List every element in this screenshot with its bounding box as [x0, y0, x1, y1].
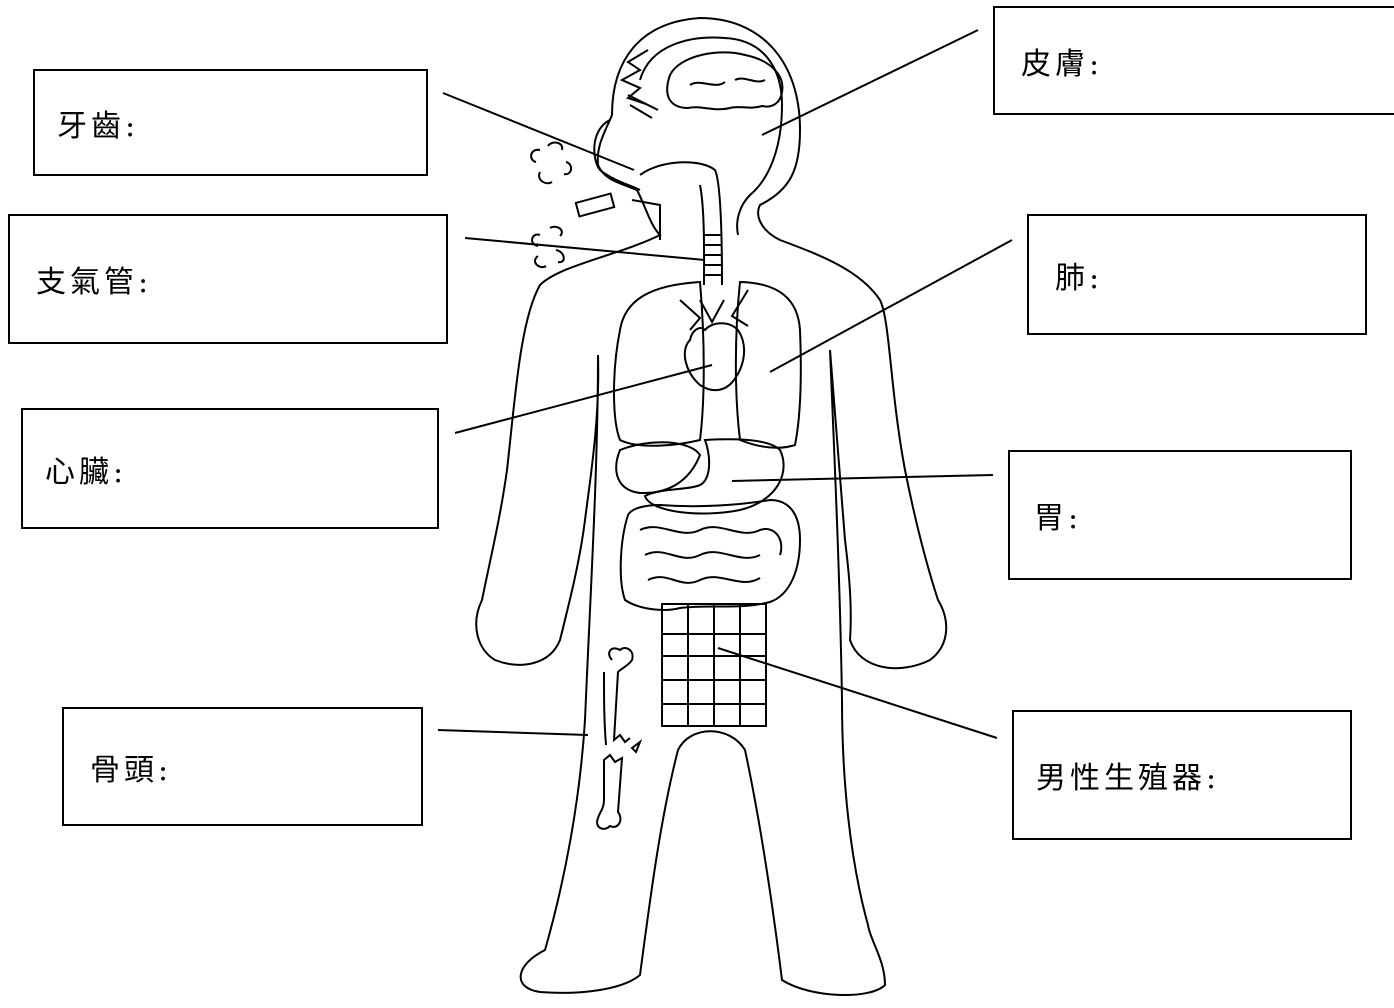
label-teeth: 牙齒:: [57, 108, 140, 144]
right-lung: [734, 280, 802, 449]
heart-vessels: [679, 289, 749, 331]
label-heart: 心臟:: [45, 454, 128, 490]
mouth: [593, 119, 661, 240]
leader-line-teeth: [442, 92, 635, 171]
label-genital: 男性生殖器:: [1036, 761, 1221, 796]
trachea: [639, 161, 723, 286]
leader-line-bone: [437, 729, 589, 736]
body-outline: [475, 16, 948, 997]
left-lung: [613, 280, 705, 447]
trachea-rings: [704, 234, 722, 276]
smoke-puff-upper: [530, 141, 572, 185]
leader-line-skin: [761, 29, 979, 136]
label-box-skin[interactable]: 皮膚:: [993, 6, 1394, 115]
intestines: [619, 498, 802, 611]
label-box-teeth[interactable]: 牙齒:: [33, 69, 428, 176]
genital-grid: [661, 603, 767, 727]
label-lung: 肺:: [1055, 260, 1104, 296]
hair: [619, 49, 649, 105]
label-box-trachea[interactable]: 支氣管:: [8, 214, 448, 344]
leader-line-genital: [717, 647, 998, 739]
stomach-organ: [643, 438, 785, 515]
label-box-genital[interactable]: 男性生殖器:: [1012, 710, 1352, 840]
label-box-bone[interactable]: 骨頭:: [62, 707, 423, 826]
label-stomach: 胃:: [1034, 501, 1083, 536]
label-box-stomach[interactable]: 胃:: [1008, 450, 1352, 580]
bone-break-mark: [630, 739, 643, 754]
heart: [683, 322, 746, 392]
label-trachea: 支氣管:: [36, 265, 153, 300]
label-box-heart[interactable]: 心臟:: [21, 408, 439, 529]
leader-line-lung: [769, 239, 1013, 373]
leader-line-trachea: [464, 237, 706, 261]
head-inner-outline: [639, 36, 784, 236]
eye-glasses: [627, 94, 659, 119]
label-skin: 皮膚:: [1021, 46, 1104, 82]
bone: [596, 647, 634, 830]
liver: [615, 441, 702, 495]
label-bone: 骨頭:: [90, 752, 173, 788]
smoke-puff-lower: [531, 225, 565, 268]
brain: [666, 51, 784, 111]
leader-line-stomach: [731, 474, 994, 482]
cigarette: [574, 192, 616, 218]
leader-line-heart: [454, 364, 713, 434]
label-box-lung[interactable]: 肺:: [1027, 214, 1367, 335]
